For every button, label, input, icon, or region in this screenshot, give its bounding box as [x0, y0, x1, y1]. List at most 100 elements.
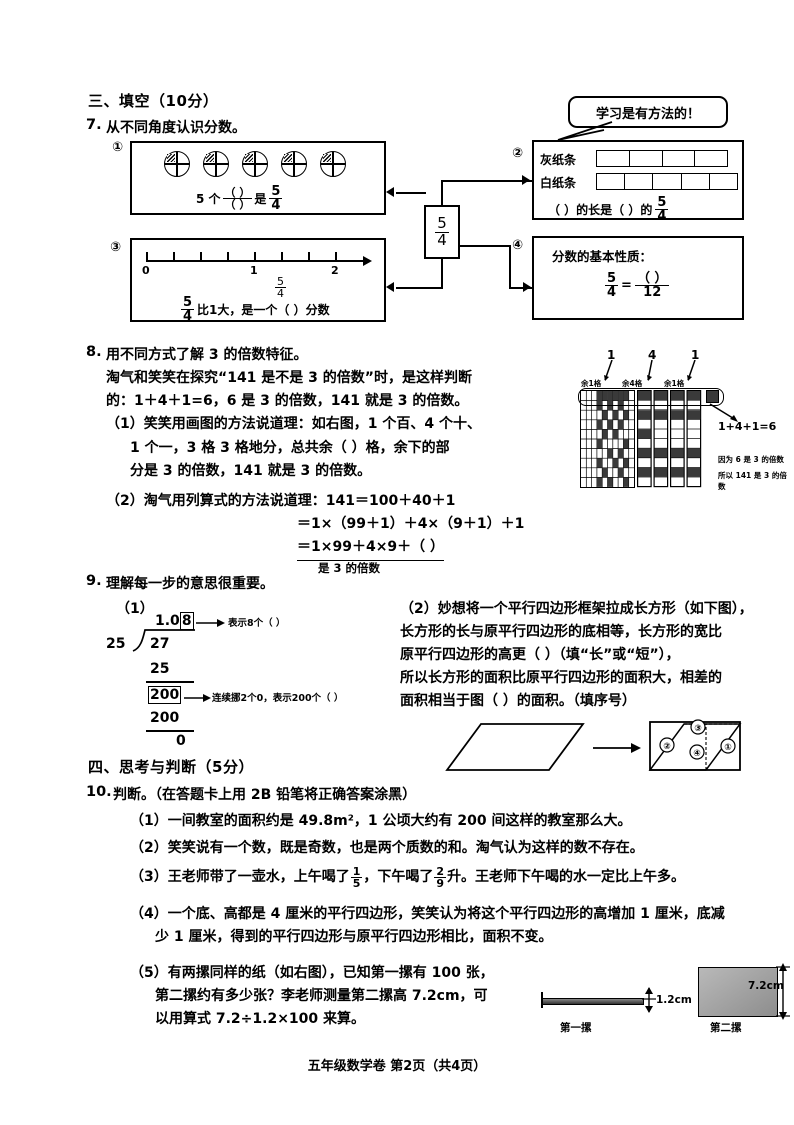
tick-label-0: 0 [142, 264, 150, 277]
q9-part2-line4: 所以长方形的面积比原平行四边形的面积大，相差的 [400, 670, 722, 686]
connector-down [441, 258, 443, 288]
box-2-caption-text: （ ）的长是（ ）的 [548, 203, 653, 218]
question-10-number: 10. [86, 784, 112, 800]
q8-top-label-4: 4 [648, 348, 657, 362]
box-1-marker: ① [112, 140, 124, 155]
first-stack-shape [542, 998, 644, 1005]
question-10-title: 判断。（在答题卡上用 2B 铅笔将正确答案涂黑） [113, 787, 417, 803]
question-7-title: 从不同角度认识分数。 [106, 120, 246, 136]
second-stack-shape [698, 967, 778, 1017]
q10-item-4-marker: （4） [130, 906, 168, 922]
q10-item-5-line3: 以用算式 7.2÷1.2×100 来算。 [155, 1011, 366, 1027]
q10-item-4-line2: 少 1 厘米，得到的平行四边形与原平行四边形相比，面积不变。 [155, 929, 553, 945]
question-8-number: 8. [86, 344, 102, 360]
q9-rule-2 [146, 730, 194, 732]
first-stack-dimension-icon [642, 987, 656, 1013]
q9-part2-line5: 面积相当于图（ ）的面积。（填序号） [400, 693, 636, 709]
q10-item-5-marker: （5） [130, 965, 168, 981]
q9-part2-line1: （2）妙想将一个平行四边形框架拉成长方形（如下图）， [400, 601, 753, 617]
q8-part2-line2: ＝1×（99＋1）＋4×（9＋1）＋1 [297, 516, 525, 532]
connector-right-down [509, 245, 511, 288]
q10-item-2-marker: （2） [130, 840, 168, 856]
q8-intro-line1: 淘气和笑笑在探究“141 是不是 3 的倍数”时，是这样判断 [106, 370, 472, 386]
box-4-marker: ④ [512, 238, 524, 253]
tick-label-2: 2 [331, 264, 339, 277]
q10-item-3-post: 升。王老师下午喝的水一定比上午多。 [447, 869, 686, 886]
q10-item-4-line1: （4）一个底、高都是 4 厘米的平行四边形，笑笑认为将这个平行四边形的高增加 1… [130, 903, 725, 926]
q8-part1-line3: 分是 3 的倍数，141 就是 3 的倍数。 [130, 463, 372, 479]
arrow-to-box-4-icon [523, 282, 531, 292]
q9-remainder: 0 [176, 733, 186, 749]
speech-bubble-text: 学习是有方法的！ [595, 106, 700, 122]
question-9-title: 理解每一步的意思很重要。 [106, 576, 274, 592]
q8-sub-label-1: 余1格 [581, 379, 602, 388]
box-2-marker: ② [512, 146, 524, 161]
white-strip [596, 173, 738, 190]
box-1-caption-mid: 是 [254, 192, 267, 207]
q10-item-3-marker: （3） [130, 869, 168, 886]
svg-text:④: ④ [693, 749, 701, 759]
first-stack-measure: 1.2cm [656, 994, 692, 1006]
tick-label-five-fourths: 5 4 [275, 274, 286, 300]
question-8-title: 用不同方式了解 3 的倍数特征。 [106, 347, 308, 363]
white-strip-label: 白纸条 [540, 176, 577, 190]
q9-annotation-1: 表示8个（ ） [228, 618, 286, 629]
question-9-number: 9. [86, 573, 102, 589]
second-stack-dimension-icon [776, 963, 790, 1020]
box-3-caption: 5 4 比1大，是一个（ ）分数 [181, 295, 330, 325]
q9-annot1-arrow-icon [196, 619, 225, 627]
q10-item-4-text1: 一个底、高都是 4 厘米的平行四边形，笑笑认为将这个平行四边形的高增加 1 厘米… [167, 906, 725, 922]
connector-down-left [396, 287, 443, 289]
q8-note-arrow-icon [709, 403, 738, 422]
q8-remainder-highlight [578, 388, 724, 406]
q8-intro-line2: 的：1＋4＋1=6，6 是 3 的倍数，141 就是 3 的倍数。 [106, 393, 469, 409]
first-stack-label: 第一摞 [560, 1022, 592, 1034]
fraction-box-2: 灰纸条 白纸条 （ ）的长是（ ）的 5 4 [532, 140, 744, 224]
q9-step1: 25 [150, 661, 170, 677]
q8-part2-line3: ＝1×99＋4×9＋（ ） [297, 536, 445, 561]
q10-item-3-mid: ，下午喝了 [363, 869, 434, 886]
arrow-to-box-2-icon [522, 175, 530, 185]
q8-label-arrows-icon [604, 360, 696, 381]
number-line-arrow-icon [363, 256, 372, 266]
q8-part2-line1: （2）淘气用列算式的方法说道理：141＝100＋40＋1 [106, 493, 456, 509]
section-heading-fill-in: 三、填空（10分） [88, 92, 219, 110]
q9-part2-line3: 原平行四边形的高更（ ）（填“长”或“短”）， [400, 647, 680, 663]
connector-up [441, 180, 443, 206]
fraction-box-1: 5 个 （ ） （ ） 是 5 4 [130, 141, 386, 215]
bubble-tail-icon [557, 121, 613, 141]
center-frac-num: 5 [435, 214, 449, 233]
q8-top-label-1: 1 [607, 348, 616, 362]
box-1-frac-num: 5 [269, 184, 283, 200]
q8-unit-square [706, 390, 719, 403]
q10-item-5-text1: 有两摞同样的纸（如右图），已知第一摞有 100 张， [167, 965, 494, 981]
second-stack-measure: 7.2cm [748, 980, 784, 992]
q9-divisor: 25 [106, 636, 126, 652]
box-1-frac-den: 4 [271, 198, 281, 214]
q9-rule-1 [146, 681, 194, 683]
q8-ten-columns [637, 390, 703, 488]
q9-part2-line2: 长方形的长与原平行四边形的底相等，长方形的宽比 [400, 624, 722, 640]
q9-step2: 200 [148, 686, 182, 704]
q9-parallelogram-figure: ② ③ ④ ① [445, 719, 742, 771]
q8-part1-line2: 1 个一，3 格 3 格地分，总共余（ ）格，余下的部 [130, 440, 450, 456]
box-1-caption: 5 个 （ ） （ ） 是 5 4 [196, 185, 283, 213]
q10-item-1-marker: （1） [130, 813, 168, 829]
gray-strip-label: 灰纸条 [540, 153, 577, 167]
speech-bubble: 学习是有方法的！ [568, 96, 728, 128]
q10-item-2-text: 笑笑说有一个数，既是奇数，也是两个质数的和。淘气认为这样的数不存在。 [167, 840, 644, 856]
fraction-box-3: 0 1 5 4 2 5 4 比1大，是一个（ ）分数 [130, 238, 386, 325]
connector-box1 [396, 192, 426, 194]
q9-annotation-2: 连续挪2个0，表示200个（ ） [212, 693, 344, 704]
tick-label-1: 1 [250, 264, 258, 277]
q8-sub-label-4: 余4格 [622, 379, 643, 388]
q9-dividend: 27 [150, 636, 170, 652]
q8-part1-line1: （1）笑笑用画图的方法说道理：如右图，1 个百、4 个十、 [106, 416, 481, 432]
q10-item-1: （1）一间教室的面积约是 49.8m²，1 公顷大约有 200 间这样的教室那么… [130, 810, 631, 833]
q10-item-3-pre: 王老师带了一壶水，上午喝了 [167, 869, 350, 886]
q8-top-label-1b: 1 [691, 348, 700, 362]
q9-step3: 200 [150, 710, 180, 726]
